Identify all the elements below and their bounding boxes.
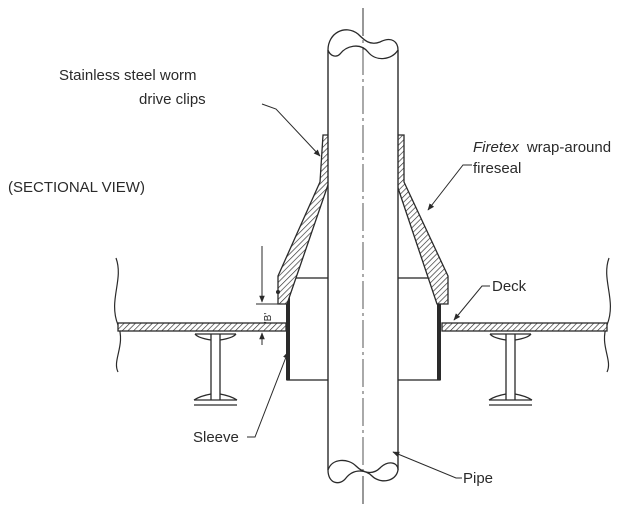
clips-label-line1: Stainless steel worm [59,67,197,84]
i-beam-right [488,333,533,406]
view-label: (SECTIONAL VIEW) [8,179,145,196]
deck-leader [453,285,490,321]
pipe-label: Pipe [463,470,493,487]
clips-leader [261,103,321,157]
fireseal-leader [427,164,472,211]
deck-plate-right [441,257,611,373]
i-beam-left [193,333,238,406]
sleeve-label: Sleeve [193,429,239,446]
sleeve-leader [247,351,289,438]
pipe-leader [392,451,462,479]
deck-plate-left [114,257,287,373]
dimension-b [256,246,282,345]
clips-label-line2: drive clips [139,91,206,108]
fireseal-label-line2: fireseal [473,160,521,177]
deck-label: Deck [492,278,527,295]
pipe [327,8,399,505]
clip-dot [276,290,280,294]
dimension-b-label: 'B' [263,313,274,324]
fireseal-right [395,134,449,305]
